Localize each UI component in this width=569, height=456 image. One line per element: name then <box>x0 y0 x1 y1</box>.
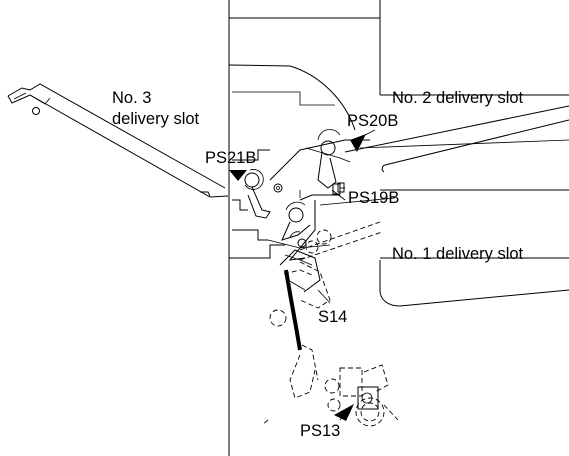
no3-slot-label-line1: No. 3 <box>112 89 151 107</box>
ps13-label: PS13 <box>300 422 340 440</box>
no3-slot-label-line2: delivery slot <box>112 110 200 128</box>
main-frame <box>228 0 569 456</box>
center-mechanism <box>232 139 370 266</box>
callout-lines <box>317 129 376 421</box>
upper-guide <box>232 91 335 106</box>
ps21b-sensor <box>229 169 283 219</box>
no2-slot-label: No. 2 delivery slot <box>392 89 524 107</box>
ps20b-label: PS20B <box>347 112 398 130</box>
ps20b-sensor <box>305 129 366 193</box>
s14-solenoid <box>279 249 321 351</box>
ps19b-sensor <box>332 183 345 195</box>
no2-delivery-tray <box>344 105 569 173</box>
ps13-sensor-triangle <box>334 404 354 421</box>
ps13-sensor <box>334 386 379 421</box>
no1-slot-label: No. 1 delivery slot <box>392 245 524 263</box>
ps21b-label: PS21B <box>205 149 256 167</box>
ps19b-label: PS19B <box>348 189 399 207</box>
s14-label: S14 <box>318 308 347 326</box>
alternate-position-parts <box>261 221 399 427</box>
ps21b-sensor-triangle <box>229 170 247 181</box>
no3-delivery-tray <box>7 83 229 198</box>
upper-cover-arc <box>228 64 356 131</box>
ps20b-sensor-triangle <box>350 134 366 152</box>
no1-delivery-tray <box>319 189 569 307</box>
